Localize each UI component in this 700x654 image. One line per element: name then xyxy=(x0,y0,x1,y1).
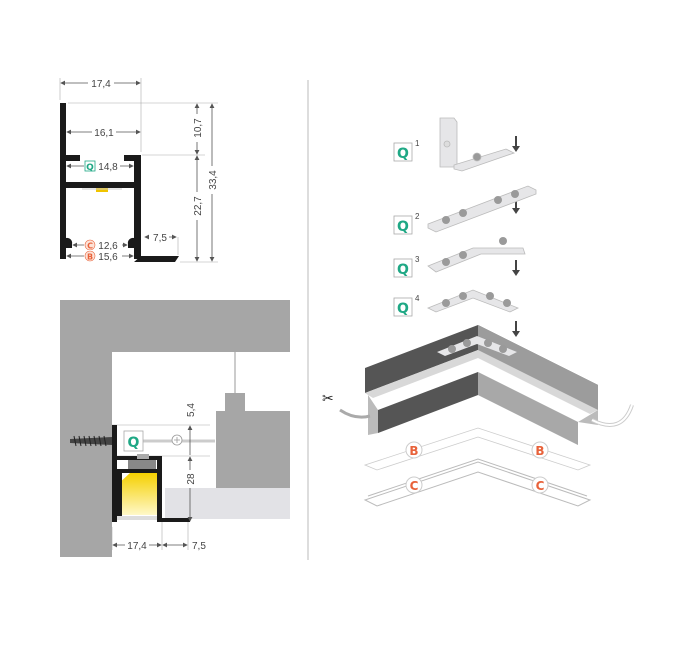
installation-section: Q 17,4 7,5 5,4 28 xyxy=(60,300,290,557)
drywall xyxy=(165,488,290,519)
dim-width-q: 14,8 xyxy=(98,162,118,173)
dim-height-top: 10,7 xyxy=(193,118,204,138)
step-number: 3 xyxy=(415,255,420,264)
step-3: Q 3 xyxy=(393,255,420,278)
step-label: Q xyxy=(397,146,409,162)
dim-width-inner: 16,1 xyxy=(94,128,114,139)
hanger-block xyxy=(225,393,245,411)
cover-label-c-right: C xyxy=(531,476,549,494)
step-label: Q xyxy=(397,301,409,317)
installed-profile xyxy=(112,425,190,522)
ceiling-board xyxy=(216,411,290,488)
step-number: 1 xyxy=(415,139,420,148)
dim-height-total: 33,4 xyxy=(208,170,219,190)
dim-install-width: 17,4 xyxy=(127,541,147,552)
c-label: C xyxy=(410,479,419,493)
dim-install-flange: 7,5 xyxy=(192,541,206,552)
cover-c xyxy=(363,458,592,507)
step-number: 2 xyxy=(415,212,420,221)
assembly-view: Q 1 Q 2 Q 3 Q 4 xyxy=(322,117,634,507)
q-label: Q xyxy=(86,163,94,173)
step-label: Q xyxy=(397,219,409,235)
c-label: C xyxy=(536,479,545,493)
step-4: Q 4 xyxy=(393,294,420,317)
connector-part-1 xyxy=(439,117,516,172)
cover-b xyxy=(363,427,592,471)
b-label: B xyxy=(535,444,544,458)
step-label: Q xyxy=(397,262,409,278)
b-label: B xyxy=(409,444,418,458)
dim-install-gap: 5,4 xyxy=(186,403,197,417)
profile-shape xyxy=(60,103,179,262)
step-1: Q 1 xyxy=(393,139,420,162)
c-label: C xyxy=(87,242,93,251)
cover-label-c-left: C xyxy=(405,476,423,494)
connector-part-2 xyxy=(427,185,537,233)
led-chip xyxy=(96,188,108,192)
b-label: B xyxy=(87,253,93,262)
dim-install-height: 28 xyxy=(186,473,197,485)
corner-profile xyxy=(365,325,598,445)
down-arrow-icons xyxy=(512,136,520,337)
dim-width-total: 17,4 xyxy=(91,79,111,90)
scissors-icon: ✂ xyxy=(322,391,334,407)
profile-cross-section: 17,4 16,1 Q 14,8 7,5 C 12,6 B 15,6 10,7 … xyxy=(59,77,219,263)
wall-ceiling xyxy=(60,300,290,557)
dim-width-b: 15,6 xyxy=(98,252,118,263)
cable-left xyxy=(339,408,371,419)
step-number: 4 xyxy=(415,294,420,303)
dim-width-c: 12,6 xyxy=(98,241,118,252)
cover-label-b-right: B xyxy=(531,441,549,459)
step-2: Q 2 xyxy=(393,212,420,235)
connector-part-3 xyxy=(427,237,526,273)
dim-flange: 7,5 xyxy=(153,233,167,244)
connector-part-4 xyxy=(427,289,519,313)
dim-height-lower: 22,7 xyxy=(193,196,204,216)
q-label-install: Q xyxy=(128,435,140,451)
cover-label-b-left: B xyxy=(405,441,423,459)
